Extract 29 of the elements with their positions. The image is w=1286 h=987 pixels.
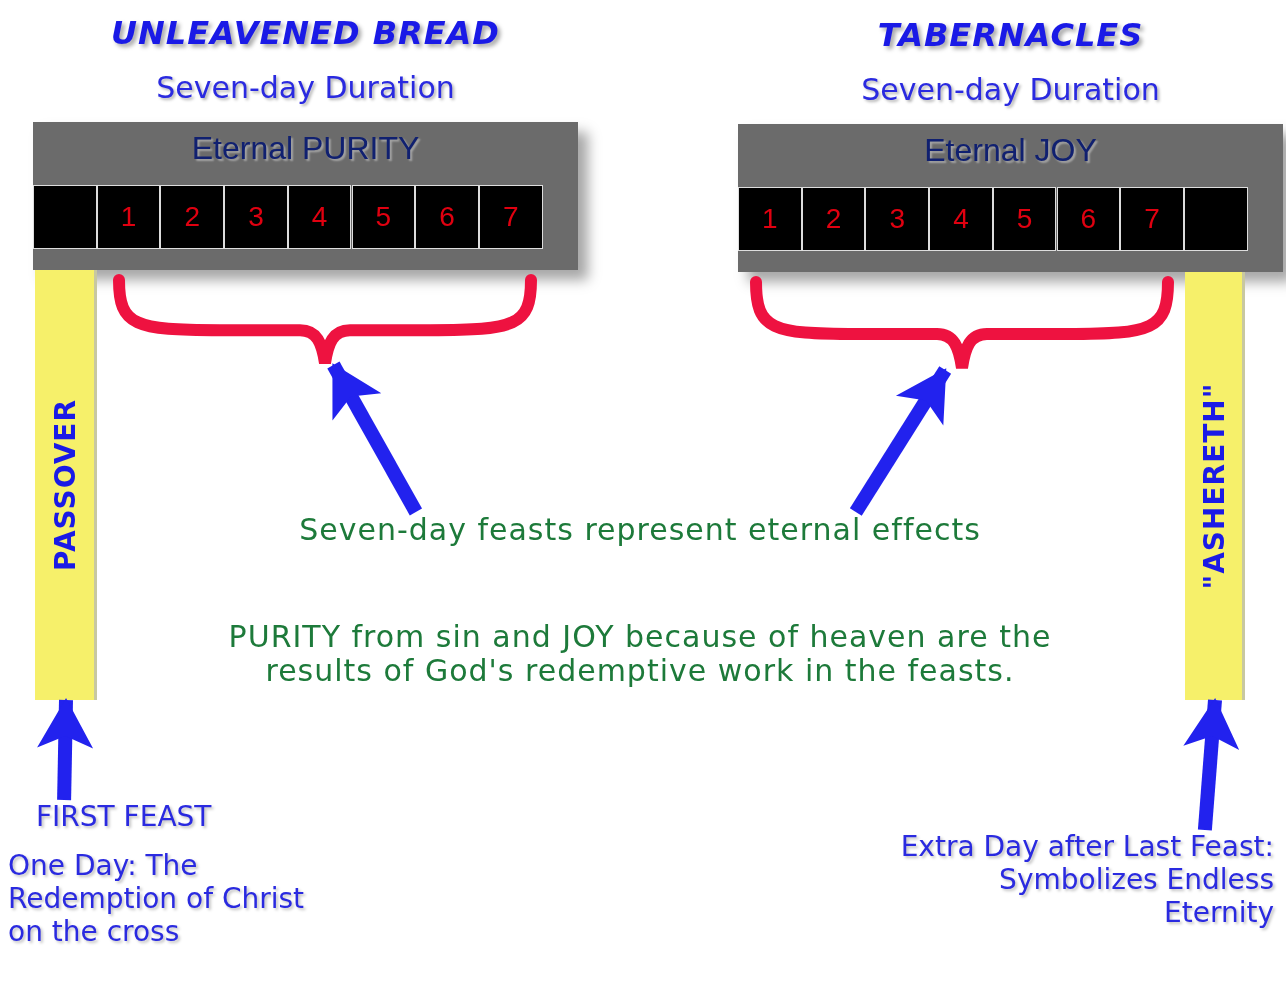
feast-name: PASSOVER [48,398,81,572]
day-cell: 4 [929,187,993,251]
duration-subtitle: Seven-day Duration [156,70,455,105]
day-cell: 3 [224,185,288,249]
note-text: PURITY from sin and JOY because of heaven are the results of God's redemptive work in the feasts. [227,620,1053,688]
feast-bar [35,270,97,700]
note-text: Extra Day after Last Feast: Symbolizes Endless Eternity [899,830,1274,929]
feast-bar [1185,272,1245,700]
day-cell: 2 [801,187,866,251]
day-cell: 5 [351,185,416,249]
feast-name: "ASHERETH" [1197,382,1230,590]
day-cell: 6 [1056,187,1121,251]
day-cell: 5 [992,187,1057,251]
feast-title: UNLEAVENED BREAD [111,14,500,52]
note-text: One Day: The Redemption of Christ on the cross [8,849,306,948]
day-cell: 2 [160,185,225,249]
day-cell: 1 [96,185,161,249]
panel-heading: Eternal JOY [924,132,1097,168]
duration-subtitle: Seven-day Duration [861,72,1160,107]
day-cell: 4 [287,185,352,249]
note-text: Seven-day feasts represent eternal effects [225,512,1055,556]
day-cell: 6 [415,185,479,249]
day-cell: 3 [865,187,930,251]
day-cell: 1 [738,187,802,251]
panel-heading: Eternal PURITY [191,130,420,166]
day-cell: 7 [1120,187,1184,251]
day-cell: 7 [478,185,543,249]
feast-title: TABERNACLES [877,16,1144,54]
feast-caption: FIRST FEAST [36,800,213,833]
